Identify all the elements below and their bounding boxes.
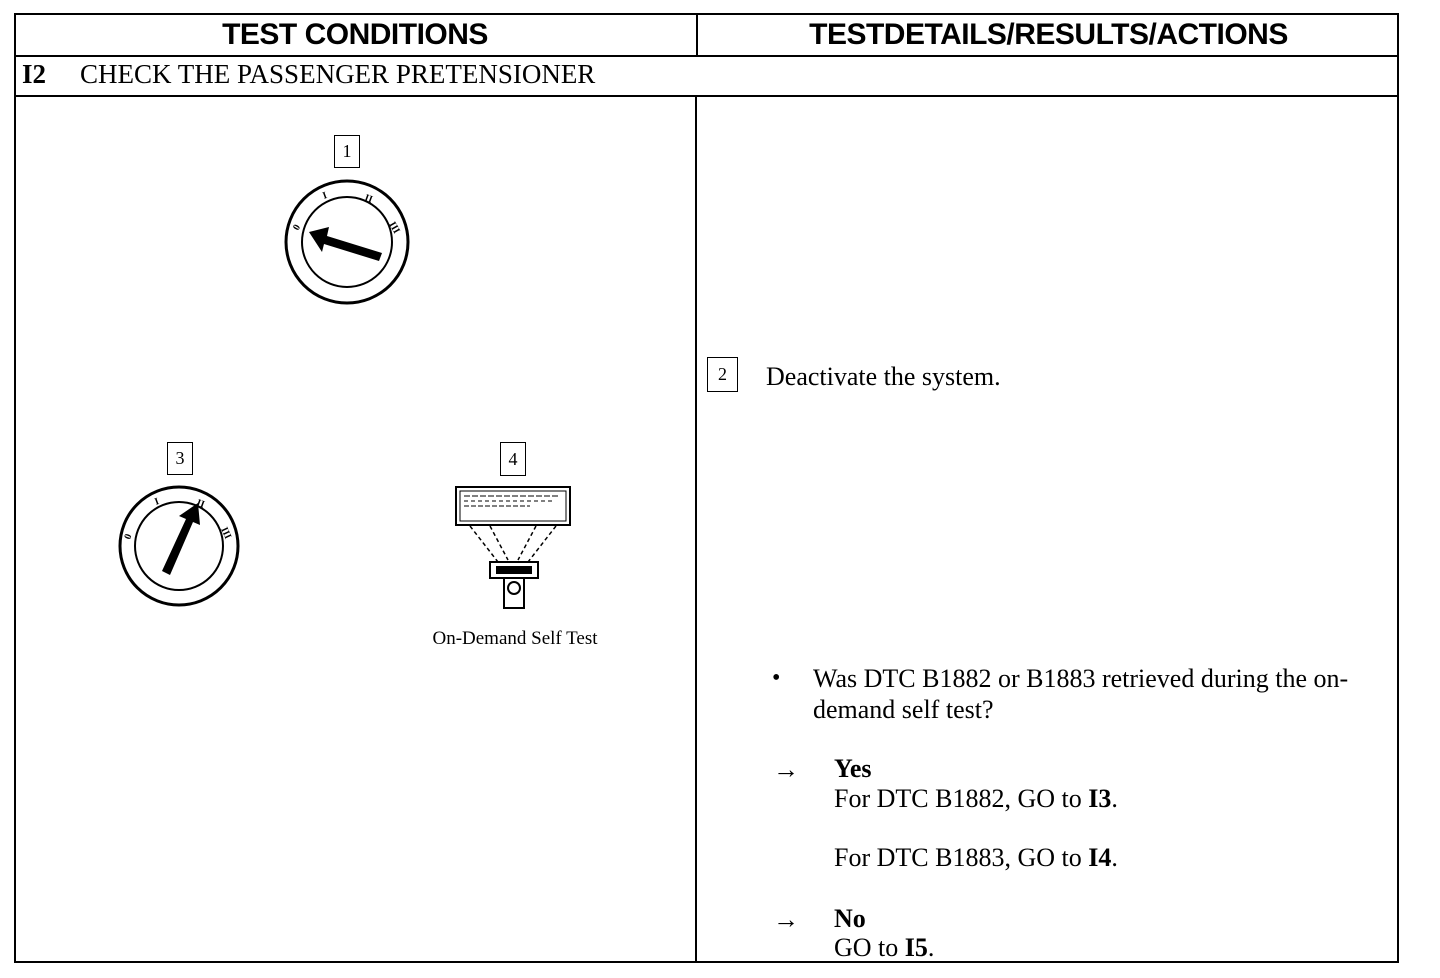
answer-yes-line-2: For DTC B1883, GO to I4. <box>834 843 1118 873</box>
section-code: I2 <box>22 59 47 89</box>
callout-3: 3 <box>167 442 193 475</box>
answer-no-line-target: I5 <box>904 933 928 962</box>
answer-no-label: No <box>834 904 866 933</box>
scan-tool-icon <box>455 486 571 609</box>
table-frame <box>14 13 1399 963</box>
svg-text:II: II <box>195 497 206 510</box>
answer-yes-line-2-suffix: . <box>1111 843 1118 872</box>
callout-4: 4 <box>500 442 526 476</box>
header-column-divider <box>696 13 698 56</box>
header-test-details: TESTDETAILS/RESULTS/ACTIONS <box>809 18 1288 51</box>
step-instruction: Deactivate the system. <box>766 362 1001 391</box>
svg-text:II: II <box>363 192 374 205</box>
ignition-on-icon: 0 I II III <box>118 485 240 607</box>
svg-text:0: 0 <box>291 223 303 233</box>
answer-no-line-text: GO to <box>834 933 905 962</box>
no-arrow-icon: → <box>773 905 799 934</box>
svg-text:III: III <box>386 220 401 236</box>
svg-text:I: I <box>153 496 161 508</box>
answer-yes-line-2-target: I4 <box>1088 843 1112 872</box>
answer-yes-line-1: For DTC B1882, GO to I3. <box>834 784 1118 814</box>
answer-yes-line-1-target: I3 <box>1088 784 1112 813</box>
section-title: CHECK THE PASSENGER PRETENSIONER <box>80 59 596 89</box>
answer-no-line: GO to I5. <box>834 933 934 963</box>
question-text: Was DTC B1882 or B1883 retrieved during … <box>813 664 1349 724</box>
question-bullet: • <box>772 665 781 691</box>
header-test-conditions: TEST CONDITIONS <box>222 18 488 51</box>
answer-yes-line-1-text: For DTC B1882, GO to <box>834 784 1089 813</box>
body-column-divider <box>695 95 697 963</box>
header-divider <box>14 55 1399 57</box>
svg-text:I: I <box>321 190 329 202</box>
section-divider <box>14 95 1399 97</box>
answer-yes-line-1-suffix: . <box>1111 784 1118 813</box>
callout-1: 1 <box>334 135 360 168</box>
svg-text:III: III <box>218 526 233 541</box>
figure-caption: On-Demand Self Test <box>432 628 598 649</box>
yes-arrow-icon: → <box>773 755 799 784</box>
answer-no-line-suffix: . <box>927 933 935 962</box>
svg-text:0: 0 <box>122 533 134 541</box>
answer-yes-label: Yes <box>834 754 872 783</box>
step-number-box: 2 <box>707 357 738 392</box>
answer-yes-line-2-text: For DTC B1883, GO to <box>834 843 1089 872</box>
ignition-off-icon: 0 I II III <box>284 179 410 305</box>
